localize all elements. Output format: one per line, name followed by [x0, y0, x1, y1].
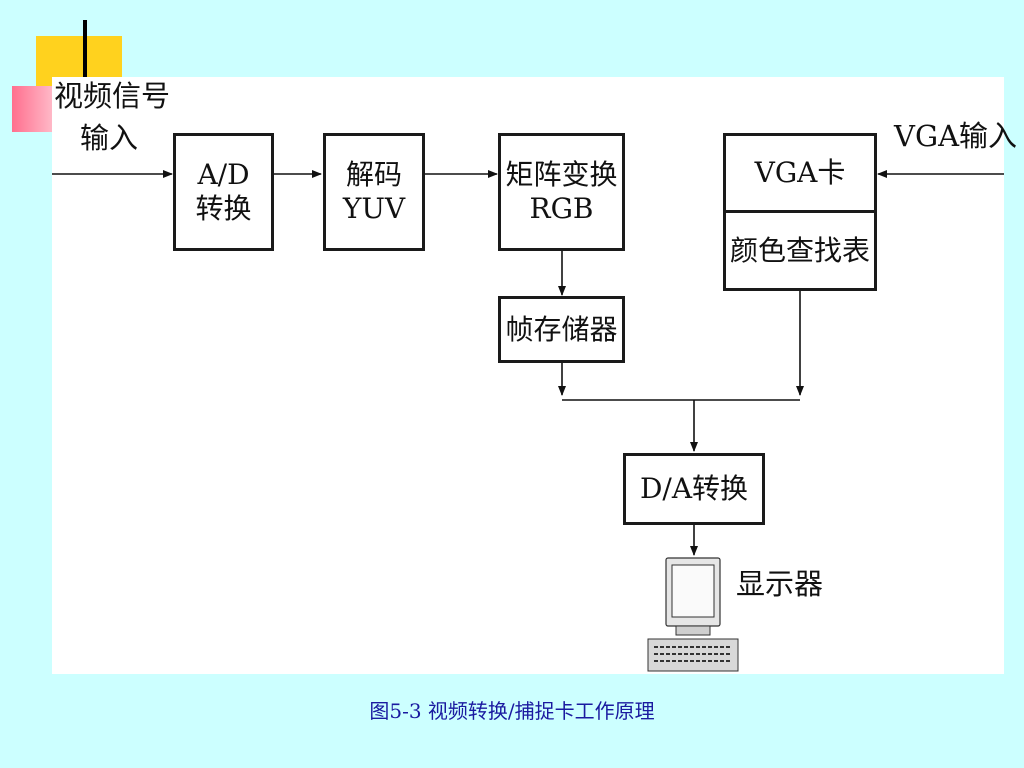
diagram-connectors — [52, 170, 1004, 672]
decode-block-line2: YUV — [342, 192, 406, 225]
vga-card-label: VGA卡 — [754, 156, 846, 189]
color-lookup-table-block: 颜色查找表 — [723, 210, 877, 291]
video-input-label-line1: 视频信号 — [54, 79, 171, 113]
ad-block-line1: A/D — [197, 158, 250, 191]
da-converter-block: D/A转换 — [623, 453, 765, 525]
color-lut-label: 颜色查找表 — [729, 233, 870, 267]
video-input-label-line2: 输入 — [80, 121, 139, 155]
matrix-transform-block: 矩阵变换 RGB — [498, 133, 625, 251]
ad-block-line2: 转换 — [195, 192, 252, 225]
ad-converter-block: A/D 转换 — [173, 133, 274, 251]
monitor-icon — [647, 557, 739, 672]
figure-caption: 图5-3 视频转换/捕捉卡工作原理 — [369, 699, 655, 723]
monitor-label: 显示器 — [736, 567, 824, 601]
matrix-block-line2: RGB — [529, 192, 594, 225]
diagram-panel: 视频信号 输入 VGA输入 A/D 转换 解码 YUV 矩阵变换 RGB VGA… — [52, 77, 1017, 674]
vga-card-block: VGA卡 — [723, 133, 877, 213]
decode-block-line1: 解码 — [345, 158, 402, 191]
vga-input-label: VGA输入 — [894, 119, 1018, 153]
frame-buffer-label: 帧存储器 — [505, 312, 618, 346]
decode-block: 解码 YUV — [323, 133, 425, 251]
da-converter-label: D/A转换 — [639, 472, 749, 505]
matrix-block-line1: 矩阵变换 — [505, 158, 618, 191]
deco-vertical-bar — [83, 20, 87, 110]
frame-buffer-block: 帧存储器 — [498, 296, 625, 363]
